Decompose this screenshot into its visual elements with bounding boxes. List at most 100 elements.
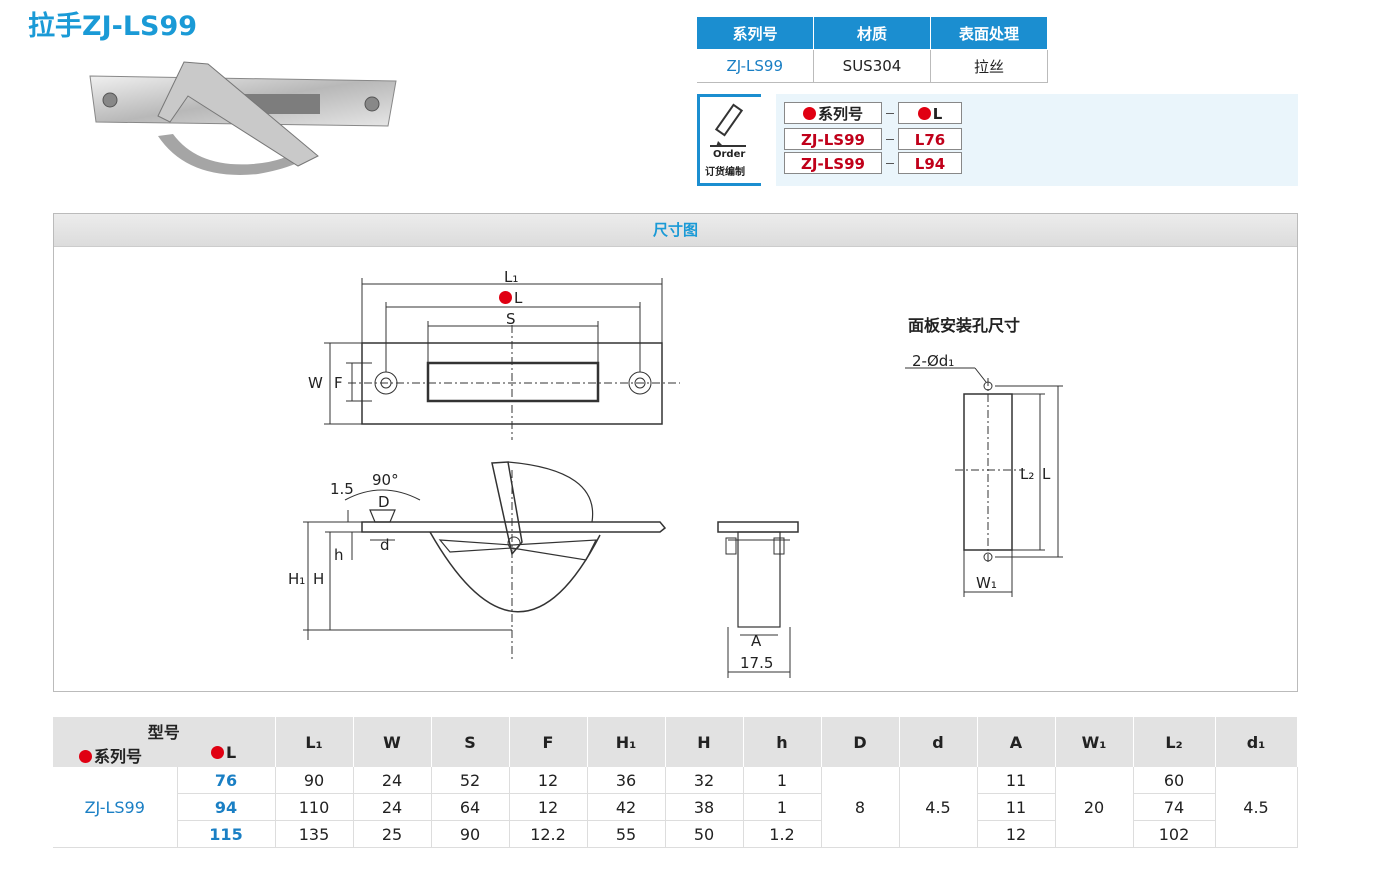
cell-d1: 4.5	[1215, 767, 1298, 848]
cell-l: 76	[177, 767, 276, 794]
spec-table: 系列号 材质 表面处理 ZJ-LS99 SUS304 拉丝	[696, 16, 1048, 83]
table-row: 115 135 25 90 12.2 55 50 1.2 12 102	[53, 820, 1297, 848]
spec-header-finish: 表面处理	[930, 16, 1048, 50]
order-badge: Order 订货编制	[697, 94, 761, 186]
cell-s: 90	[431, 820, 510, 848]
cell-f: 12.2	[509, 820, 588, 848]
cell-h: 32	[665, 767, 744, 794]
cell-l1: 135	[275, 820, 354, 848]
cell-h1: 42	[587, 793, 666, 821]
label-f: F	[334, 374, 343, 392]
red-dot-icon	[802, 107, 816, 120]
col-d1: d₁	[1215, 717, 1298, 767]
label-a: A	[751, 632, 762, 650]
cell-h-small: 1	[743, 793, 822, 821]
col-s: S	[431, 717, 510, 767]
cell-d-lower: 4.5	[899, 767, 978, 848]
order-row1-l: L76	[898, 128, 962, 150]
label-d-upper: D	[378, 493, 390, 511]
cell-w: 25	[353, 820, 432, 848]
label-l1: L₁	[504, 268, 519, 286]
cell-d-upper: 8	[821, 767, 900, 848]
label-l-cut: L	[1042, 465, 1051, 483]
spec-material: SUS304	[813, 49, 931, 83]
label-h1: H₁	[288, 570, 306, 588]
label-h: H	[313, 570, 325, 588]
cell-f: 12	[509, 767, 588, 794]
col-l1: L₁	[275, 717, 354, 767]
cell-a: 11	[977, 793, 1056, 821]
col-w: W	[353, 717, 432, 767]
cell-l: 94	[177, 793, 276, 821]
dimension-table: 型号 系列号 L L₁ W S F H₁ H h D d A W₁ L₂ d₁ …	[53, 717, 1298, 848]
cell-s: 52	[431, 767, 510, 794]
model-cell: ZJ-LS99	[53, 767, 178, 848]
model-header: 型号 系列号 L	[53, 717, 276, 767]
drawing-header: 尺寸图	[54, 214, 1297, 247]
cell-h-small: 1	[743, 767, 822, 794]
label-1-5: 1.5	[330, 480, 354, 498]
red-dot-icon	[79, 750, 92, 763]
col-a: A	[977, 717, 1056, 767]
cell-w1: 20	[1055, 767, 1134, 848]
cutout-title: 面板安装孔尺寸	[908, 316, 1021, 335]
order-row2-series: ZJ-LS99	[784, 152, 882, 174]
cell-a: 12	[977, 820, 1056, 848]
label-90deg: 90°	[372, 471, 399, 489]
order-head-l: L	[898, 102, 962, 124]
label-d-lower: d	[380, 536, 390, 554]
label-17-5: 17.5	[740, 654, 774, 672]
cell-f: 12	[509, 793, 588, 821]
dimension-drawing-panel: 尺寸图	[53, 213, 1298, 692]
col-d-lower: d	[899, 717, 978, 767]
model-sub-l: L	[211, 743, 236, 762]
col-h-small: h	[743, 717, 822, 767]
order-row2-l: L94	[898, 152, 962, 174]
cell-l2: 74	[1133, 793, 1216, 821]
cell-w: 24	[353, 767, 432, 794]
cell-h: 38	[665, 793, 744, 821]
col-d-upper: D	[821, 717, 900, 767]
red-dot-icon	[211, 746, 224, 759]
table-row: 94 110 24 64 12 42 38 1 11 74	[53, 793, 1297, 821]
col-w1: W₁	[1055, 717, 1134, 767]
spec-header-material: 材质	[813, 16, 931, 50]
label-hole: 2-Ød₁	[912, 352, 955, 370]
label-l2: L₂	[1020, 465, 1035, 483]
cell-h1: 36	[587, 767, 666, 794]
spec-series: ZJ-LS99	[696, 49, 814, 83]
label-h-small: h	[334, 546, 344, 564]
table-row: ZJ-LS99 76 90 24 52 12 36 32 1 8 4.5 11 …	[53, 767, 1298, 848]
order-label-cn: 订货编制	[705, 167, 745, 178]
label-l: L	[499, 289, 522, 307]
cell-l: 115	[177, 820, 276, 848]
cell-w: 24	[353, 793, 432, 821]
model-group-label: 型号	[147, 723, 180, 742]
page-title: 拉手ZJ-LS99	[28, 11, 198, 42]
col-h1: H₁	[587, 717, 666, 767]
model-sub-series: 系列号	[79, 743, 142, 767]
col-l2: L₂	[1133, 717, 1216, 767]
order-head-series: 系列号	[784, 102, 882, 124]
red-dot-icon	[499, 291, 512, 304]
cell-h-small: 1.2	[743, 820, 822, 848]
label-w1: W₁	[976, 574, 997, 592]
spec-header-series: 系列号	[696, 16, 814, 50]
cell-l1: 90	[275, 767, 354, 794]
cell-s: 64	[431, 793, 510, 821]
pencil-icon	[710, 103, 746, 147]
red-dot-icon	[917, 107, 931, 120]
cell-h: 50	[665, 820, 744, 848]
spec-finish: 拉丝	[930, 49, 1048, 83]
label-s: S	[506, 310, 516, 328]
cell-h1: 55	[587, 820, 666, 848]
col-h: H	[665, 717, 744, 767]
order-panel: 系列号 L ZJ-LS99 L76 ZJ-LS99 L94	[776, 94, 1298, 186]
label-w: W	[308, 374, 323, 392]
cell-a: 11	[977, 767, 1056, 794]
cell-l1: 110	[275, 793, 354, 821]
order-row1-series: ZJ-LS99	[784, 128, 882, 150]
product-photo	[89, 61, 397, 175]
cell-l2: 102	[1133, 820, 1216, 848]
